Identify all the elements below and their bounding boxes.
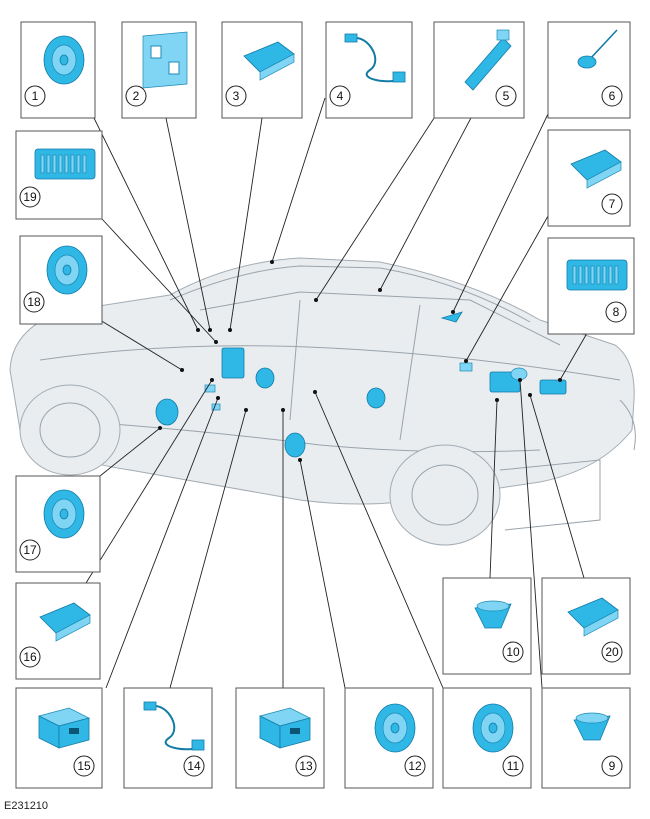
callout-number: 14 (183, 755, 205, 777)
callout-16: 16 (15, 582, 101, 680)
callout-7: 7 (547, 129, 631, 227)
callout-19: 19 (15, 130, 103, 220)
callout-6: 6 (547, 21, 631, 119)
callout-number: 3 (225, 85, 247, 107)
figure-code: E231210 (4, 800, 49, 812)
module-icon (243, 41, 295, 81)
speaker-icon (43, 35, 85, 85)
callout-2: 2 (121, 21, 197, 119)
wiring-harness-icon (344, 33, 406, 83)
callout-number: 8 (605, 301, 627, 323)
module-icon (570, 149, 622, 189)
svg-text:8: 8 (613, 305, 620, 319)
callout-13: 13 (235, 687, 325, 789)
module-icon (39, 602, 91, 642)
svg-text:12: 12 (408, 759, 422, 773)
callout-12: 12 (344, 687, 434, 789)
callout-number: 2 (125, 85, 147, 107)
svg-text:2: 2 (133, 89, 140, 103)
callout-number: 20 (601, 641, 623, 663)
callout-4: 4 (325, 21, 413, 119)
svg-text:11: 11 (507, 759, 520, 773)
vehicle-illustration (9, 257, 636, 546)
callout-3: 3 (221, 21, 303, 119)
speaker-icon (43, 489, 85, 539)
svg-text:16: 16 (23, 650, 37, 664)
callout-number: 18 (23, 291, 45, 313)
wiring-harness-icon (143, 701, 205, 751)
callout-number: 12 (404, 755, 426, 777)
antenna-module-icon (464, 29, 512, 91)
callout-1: 1 (20, 21, 96, 119)
callout-number: 10 (502, 641, 524, 663)
svg-text:3: 3 (233, 89, 240, 103)
amplifier-icon (34, 148, 96, 180)
callout-number: 16 (19, 646, 41, 668)
usb-port-icon (38, 707, 90, 749)
callout-number: 13 (295, 755, 317, 777)
callout-number: 6 (601, 85, 623, 107)
svg-text:13: 13 (299, 759, 313, 773)
usb-port-icon (259, 707, 311, 749)
svg-text:17: 17 (23, 543, 37, 557)
callout-9: 9 (541, 687, 631, 789)
callout-number: 7 (601, 193, 623, 215)
leader-endpoints (158, 260, 562, 462)
svg-text:15: 15 (77, 759, 91, 773)
speaker-icon (46, 245, 88, 295)
callout-10: 10 (442, 577, 532, 675)
callout-number: 5 (495, 85, 517, 107)
callout-14: 14 (123, 687, 213, 789)
module-icon (567, 597, 619, 637)
speaker-icon (374, 703, 416, 753)
svg-text:20: 20 (605, 645, 619, 659)
svg-text:7: 7 (609, 197, 616, 211)
microphone-icon (577, 29, 618, 69)
svg-text:19: 19 (23, 190, 37, 204)
callout-number: 19 (19, 186, 41, 208)
callout-number: 15 (73, 755, 95, 777)
amplifier-icon (566, 259, 628, 291)
svg-text:4: 4 (337, 89, 344, 103)
callout-number: 17 (19, 539, 41, 561)
leader-lines (85, 97, 591, 689)
callout-number: 1 (24, 85, 46, 107)
callout-number: 4 (329, 85, 351, 107)
callout-15: 15 (15, 687, 103, 789)
callout-18: 18 (19, 235, 103, 325)
svg-text:9: 9 (609, 759, 616, 773)
callout-8: 8 (547, 237, 635, 335)
callout-11: 11 (442, 687, 532, 789)
callout-number: 11 (502, 755, 524, 777)
svg-text:10: 10 (506, 645, 520, 659)
tweeter-icon (573, 712, 611, 741)
svg-text:14: 14 (187, 759, 201, 773)
callout-17: 17 (15, 475, 101, 573)
callout-5: 5 (433, 21, 525, 119)
callout-number: 9 (601, 755, 623, 777)
svg-text:6: 6 (609, 89, 616, 103)
svg-text:5: 5 (503, 89, 510, 103)
bracket-icon (142, 31, 188, 89)
tweeter-icon (474, 600, 512, 629)
svg-text:1: 1 (32, 89, 39, 103)
callout-20: 20 (541, 577, 631, 675)
svg-text:18: 18 (27, 295, 41, 309)
speaker-icon (472, 703, 514, 753)
installed-parts (155, 311, 567, 458)
